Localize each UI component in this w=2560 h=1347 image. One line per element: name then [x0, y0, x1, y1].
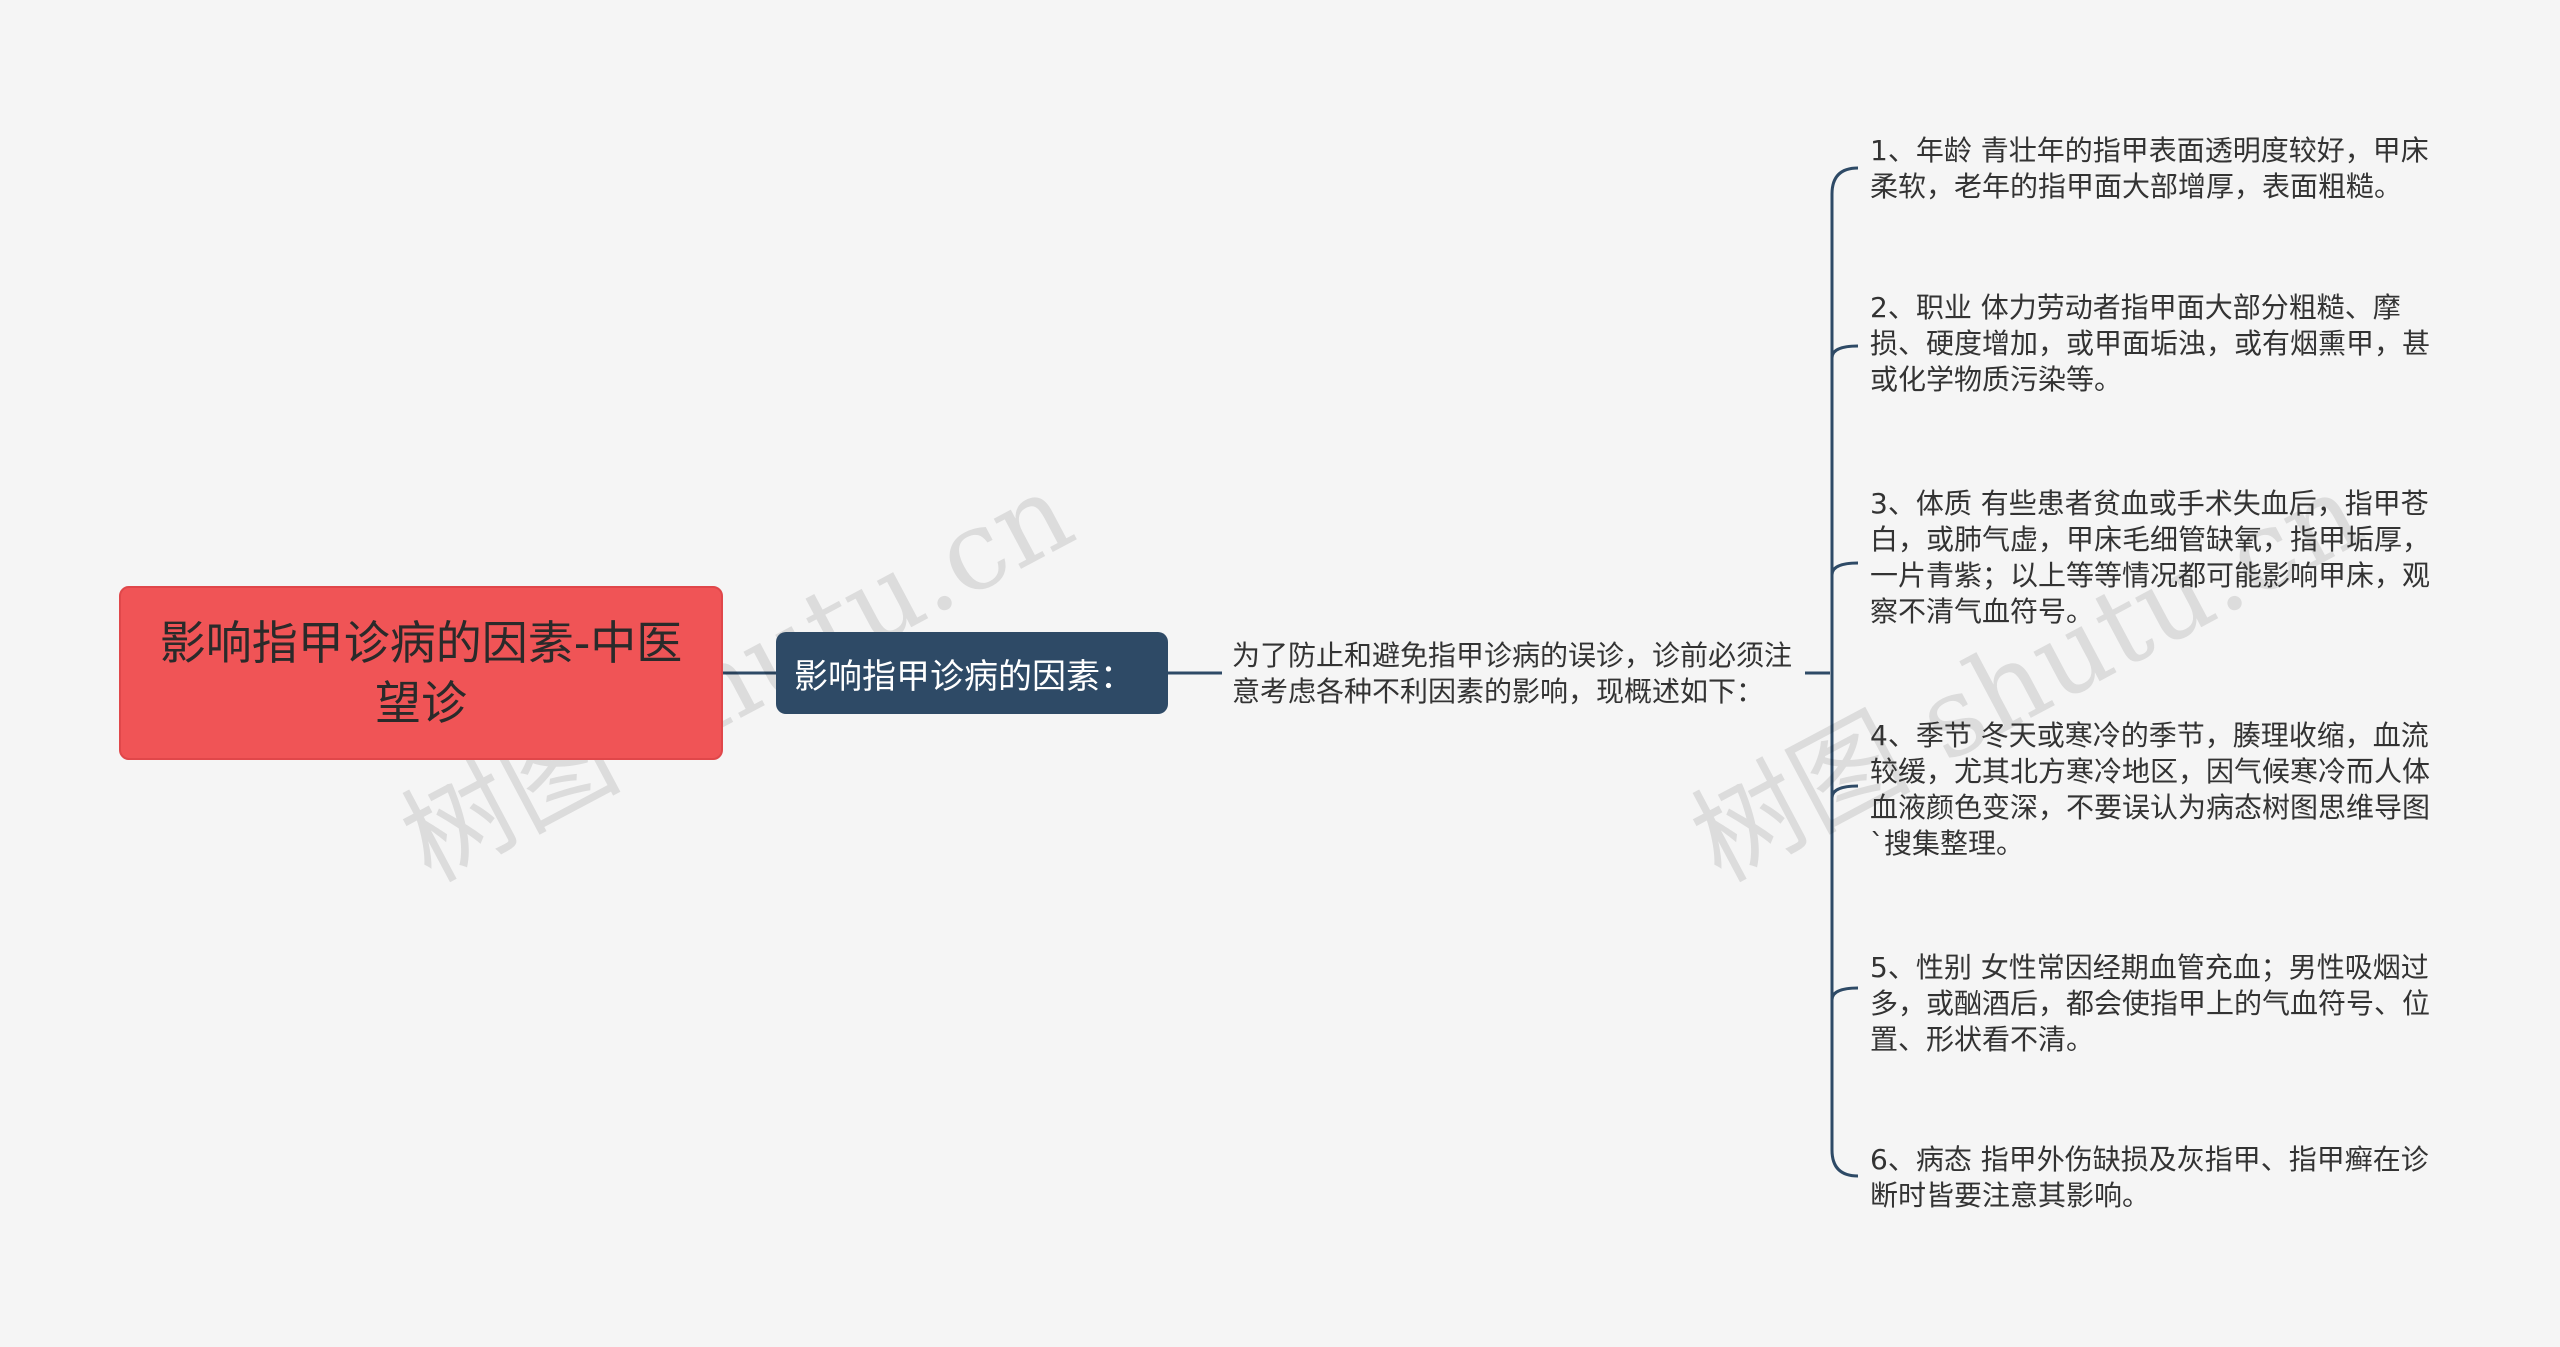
leaf-topic-occupation[interactable]: 2、职业 体力劳动者指甲面大部分粗糙、摩损、硬度增加，或甲面垢浊，或有烟熏甲，甚…: [1870, 291, 2431, 396]
leaf-topic-disease[interactable]: 6、病态 指甲外伤缺损及灰指甲、指甲癣在诊断时皆要注意其影响。: [1870, 1143, 2429, 1212]
leaf-topic-age[interactable]: 1、年龄 青壮年的指甲表面透明度较好，甲床柔软，老年的指甲面大部增厚，表面粗糙。: [1870, 134, 2429, 203]
leaf-topic-season[interactable]: 4、季节 冬天或寒冷的季节，腠理收缩，血流较缓，尤其北方寒冷地区，因气候寒冷而人…: [1870, 719, 2431, 860]
brace-spine: [1830, 166, 1859, 1178]
brace-tick-5: [1830, 986, 1859, 1001]
intro-topic-text[interactable]: 为了防止和避免指甲诊病的误诊，诊前必须注意考虑各种不利因素的影响，现概述如下：: [1232, 639, 1793, 708]
branch-topic-node[interactable]: 影响指甲诊病的因素：: [776, 632, 1168, 714]
brace-tick-3: [1830, 561, 1859, 576]
brace-tick-4: [1830, 784, 1859, 799]
root-topic-node[interactable]: 影响指甲诊病的因素-中医望诊: [119, 586, 723, 760]
brace-tick-2: [1830, 344, 1859, 359]
root-topic-label: 影响指甲诊病的因素-中医望诊: [159, 616, 683, 730]
branch-topic-label: 影响指甲诊病的因素：: [794, 656, 1134, 697]
leaf-topic-constitution[interactable]: 3、体质 有些患者贫血或手术失血后，指甲苍白，或肺气虚，甲床毛细管缺氧，指甲垢厚…: [1870, 487, 2431, 628]
leaf-topic-gender[interactable]: 5、性别 女性常因经期血管充血；男性吸烟过多，或酗酒后，都会使指甲上的气血符号、…: [1870, 951, 2431, 1056]
